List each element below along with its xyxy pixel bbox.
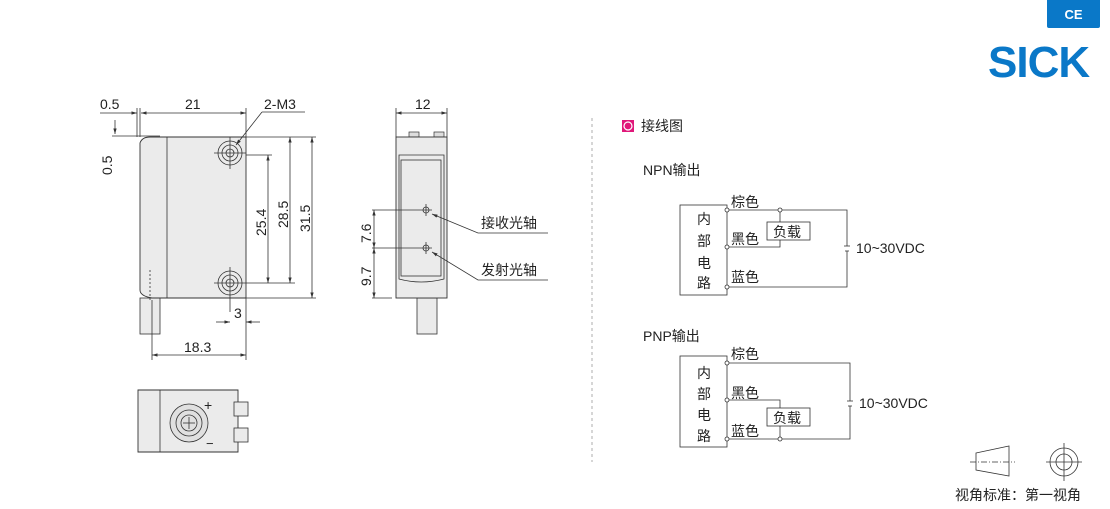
emitter-axis-icon xyxy=(372,242,432,254)
label: 黑色 xyxy=(731,231,759,247)
label: 7.6 xyxy=(358,223,374,243)
label: 接线图 xyxy=(641,118,683,134)
load-box xyxy=(766,221,811,241)
cable xyxy=(416,297,438,335)
label: 蓝色 xyxy=(731,423,759,439)
label: 路 xyxy=(697,428,711,444)
label: NPN输出 xyxy=(643,162,701,178)
label: 黑色 xyxy=(731,385,759,401)
mount-hole-icon xyxy=(214,267,246,312)
cable xyxy=(139,297,161,335)
pnp-circuit: PNP输出 内 部 电 路 棕色 黑色 蓝色 负载 10~30VDC xyxy=(643,328,928,448)
label: 负载 xyxy=(773,224,801,240)
plus-icon: + xyxy=(204,397,212,413)
minus-icon: − xyxy=(206,436,214,451)
label: 部 xyxy=(697,386,711,402)
first-angle-truncated-cone-icon xyxy=(970,445,1015,477)
label: 蓝色 xyxy=(731,269,759,285)
label: 3 xyxy=(234,305,242,321)
label: 棕色 xyxy=(731,346,759,362)
side-view: 0.5 21 2-M3 0.5 25.4 28.5 31.5 3 18.3 xyxy=(99,96,316,360)
label: 10~30VDC xyxy=(856,240,925,256)
label: 0.5 xyxy=(99,155,115,175)
npn-circuit: NPN输出 内 部 电 路 棕色 黑色 蓝色 负载 10~30VDC xyxy=(643,162,925,296)
label: 负载 xyxy=(773,410,801,426)
label: 28.5 xyxy=(275,201,291,228)
label: 棕色 xyxy=(731,194,759,210)
sensor-body xyxy=(395,136,448,299)
label: 18.3 xyxy=(184,339,211,355)
ce-mark: CE xyxy=(1047,0,1100,28)
label: 电 xyxy=(697,255,711,271)
label: 发射光轴 xyxy=(481,262,537,278)
receiver-axis-icon xyxy=(372,204,432,216)
label: 内 xyxy=(697,365,711,381)
label: 内 xyxy=(697,211,711,227)
projection-symbol: 视角标准：第一视角 xyxy=(955,443,1082,503)
wiring-section: 接线图 NPN输出 内 部 电 路 棕色 黑色 蓝色 负载 10~30VDC P… xyxy=(622,118,928,448)
bottom-view: + − xyxy=(137,389,249,453)
first-angle-circle-icon xyxy=(1046,443,1082,481)
label: 路 xyxy=(697,275,711,291)
label: 21 xyxy=(185,96,201,112)
label: 10~30VDC xyxy=(859,395,928,411)
label: 31.5 xyxy=(297,205,313,232)
mount-hole-icon xyxy=(214,137,246,169)
label: 9.7 xyxy=(358,266,374,286)
label: 25.4 xyxy=(253,209,269,236)
label: 0.5 xyxy=(100,96,120,112)
label: 12 xyxy=(415,96,431,112)
front-view: 12 7.6 9.7 接收光轴 发射光轴 xyxy=(358,96,548,335)
label: 2-M3 xyxy=(264,96,296,112)
sick-logo: SICK xyxy=(988,38,1090,87)
label: 部 xyxy=(697,233,711,249)
adjust-screw-icon xyxy=(169,403,209,443)
label: 电 xyxy=(697,407,711,423)
label: PNP输出 xyxy=(643,328,700,344)
label: 接收光轴 xyxy=(481,215,537,231)
label: 视角标准：第一视角 xyxy=(955,487,1081,503)
load-box xyxy=(766,407,811,427)
